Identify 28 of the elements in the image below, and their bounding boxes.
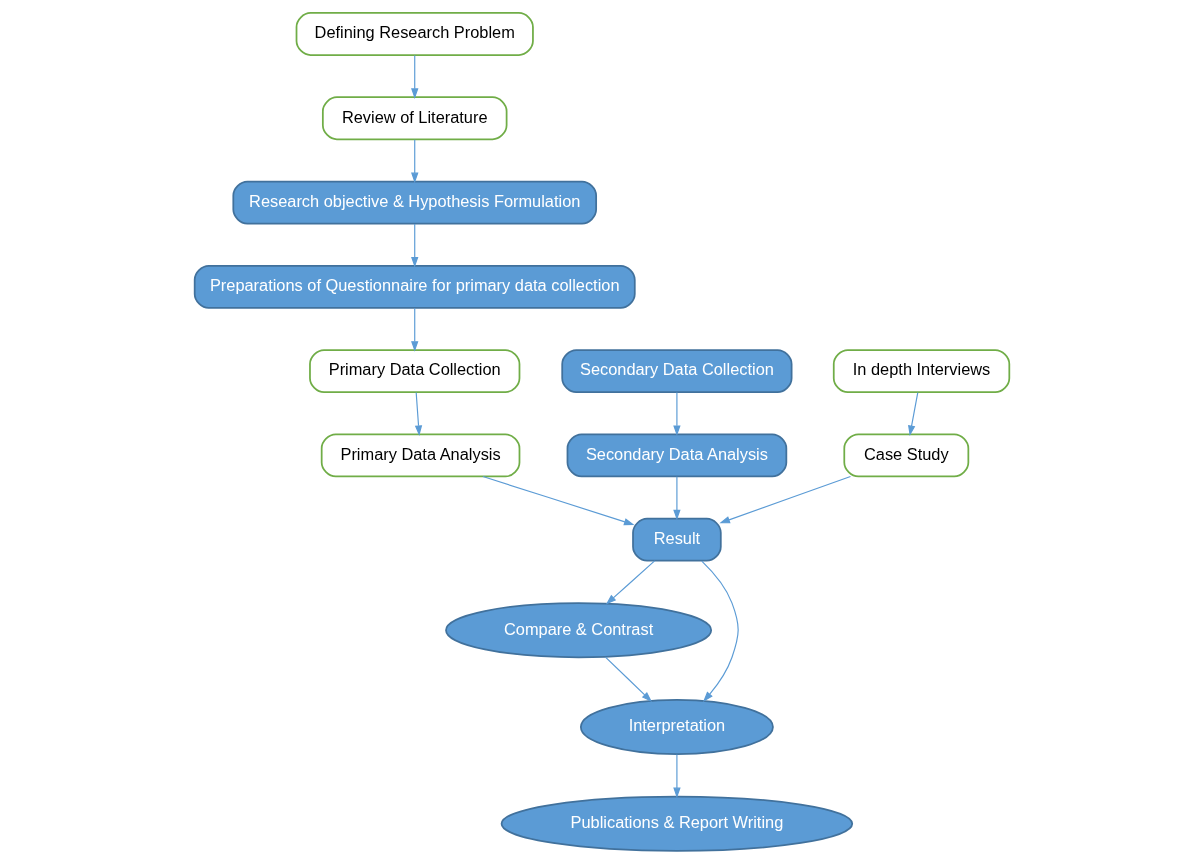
node-ellipse: Interpretation xyxy=(580,698,774,755)
arrow xyxy=(414,391,423,436)
arrow xyxy=(673,753,681,799)
node-box: Result xyxy=(632,517,722,562)
node-box: Primary Data Analysis xyxy=(320,433,521,478)
arrow xyxy=(701,560,739,702)
arrow xyxy=(605,560,656,605)
arrow xyxy=(411,307,419,352)
node-box: Research objective & Hypothesis Formulation xyxy=(232,180,598,225)
arrow xyxy=(673,391,681,436)
arrow xyxy=(719,475,852,524)
node-box: Secondary Data Collection xyxy=(561,349,793,394)
node-box: Review of Literature xyxy=(321,96,508,141)
node-ellipse: Publications & Report Writing xyxy=(500,795,854,852)
node-ellipse: Compare & Contrast xyxy=(445,602,713,659)
node-box: Primary Data Collection xyxy=(309,349,521,394)
node-box: In depth Interviews xyxy=(832,349,1011,394)
arrow xyxy=(482,475,635,526)
arrow xyxy=(604,656,653,702)
node-box: Defining Research Problem xyxy=(295,12,534,56)
arrow xyxy=(411,223,419,268)
arrow xyxy=(411,139,419,184)
node-box: Case Study xyxy=(843,433,970,478)
node-box: Secondary Data Analysis xyxy=(566,433,788,478)
arrow xyxy=(908,391,919,436)
node-box: Preparations of Questionnaire for primary data collection xyxy=(193,264,636,309)
arrow xyxy=(673,476,681,521)
arrow xyxy=(411,54,419,99)
